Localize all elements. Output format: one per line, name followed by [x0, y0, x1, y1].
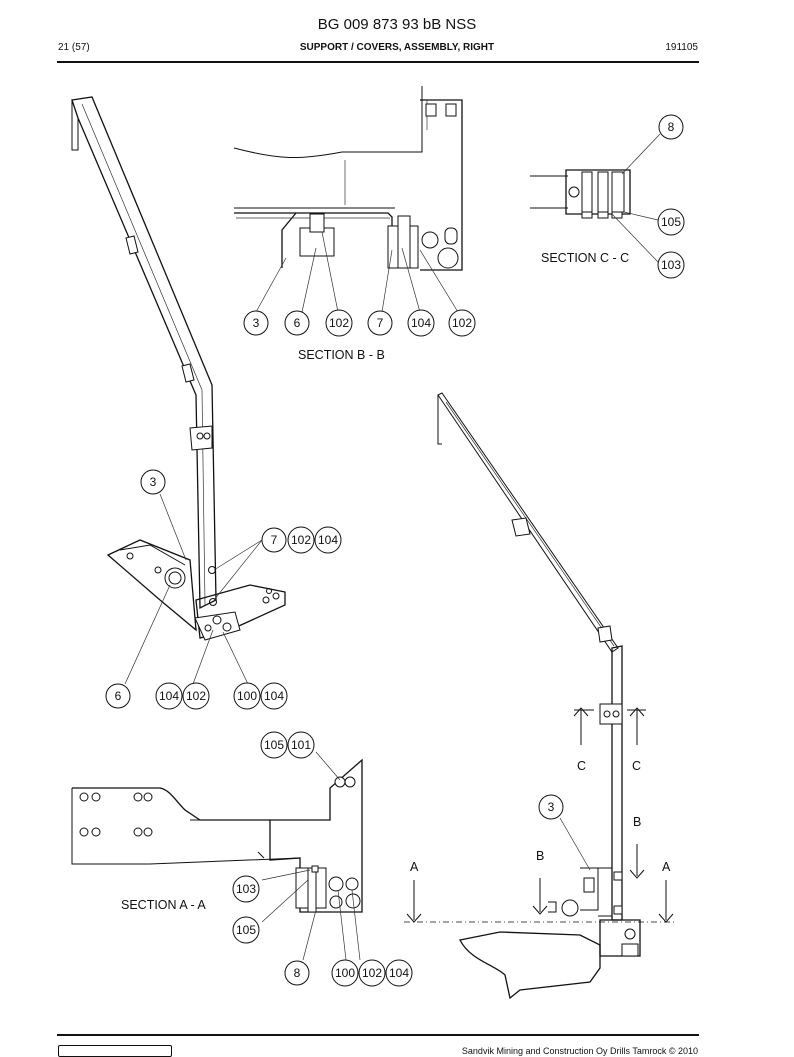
svg-text:8: 8 [668, 120, 675, 134]
page-number: 21 (57) [58, 42, 90, 53]
callout-main-104-right: 104 [260, 682, 288, 710]
callout-aa-102: 102 [358, 959, 386, 987]
svg-text:105: 105 [661, 215, 681, 229]
callout-main-102-bottom: 102 [182, 682, 210, 710]
svg-text:100: 100 [237, 689, 257, 703]
callout-aa-103: 103 [232, 875, 260, 903]
main-leader-lines [124, 493, 263, 685]
callout-bb-3: 3 [243, 310, 269, 336]
svg-text:6: 6 [115, 689, 122, 703]
header-rule [57, 61, 699, 63]
svg-text:105: 105 [236, 923, 256, 937]
document-title: BG 009 873 93 bB NSS [317, 16, 477, 33]
callout-aa-100: 100 [331, 959, 359, 987]
svg-text:102: 102 [186, 689, 206, 703]
section-aa-view [71, 751, 363, 961]
cut-marker-b-left: B [536, 849, 544, 863]
svg-text:104: 104 [264, 689, 284, 703]
svg-text:102: 102 [329, 316, 349, 330]
svg-text:100: 100 [335, 966, 355, 980]
callout-side-3: 3 [538, 794, 564, 820]
callout-aa-8: 8 [284, 960, 310, 986]
svg-text:8: 8 [294, 966, 301, 980]
callout-bb-6: 6 [284, 310, 310, 336]
svg-text:6: 6 [294, 316, 301, 330]
cut-marker-b-right: B [633, 815, 641, 829]
section-bb-label: SECTION B - B [298, 348, 385, 362]
svg-text:104: 104 [389, 966, 409, 980]
callout-aa-105-bottom: 105 [232, 916, 260, 944]
svg-text:104: 104 [411, 316, 431, 330]
callout-bb-104: 104 [407, 309, 435, 337]
date-code: 191105 [665, 42, 698, 53]
svg-text:102: 102 [362, 966, 382, 980]
section-title: SUPPORT / COVERS, ASSEMBLY, RIGHT [299, 42, 495, 53]
callout-aa-105-top: 105 [260, 731, 288, 759]
cut-marker-c-left: C [577, 759, 586, 773]
footer-copyright: Sandvik Mining and Construction Oy Drill… [461, 1046, 698, 1056]
callout-aa-104: 104 [385, 959, 413, 987]
cut-marker-a-right: A [662, 860, 671, 874]
svg-text:101: 101 [291, 738, 311, 752]
cut-marker-c-right: C [632, 759, 641, 773]
callout-main-104-left: 104 [155, 682, 183, 710]
section-cc-label: SECTION C - C [541, 251, 629, 265]
callout-main-104-top: 104 [314, 526, 342, 554]
svg-text:7: 7 [377, 316, 384, 330]
cut-marker-a-left: A [410, 860, 419, 874]
callout-main-100: 100 [233, 682, 261, 710]
main-support-assembly [71, 96, 286, 641]
svg-text:102: 102 [291, 533, 311, 547]
footer-rule [57, 1034, 699, 1036]
callout-bb-102-right: 102 [448, 309, 476, 337]
section-bb-view [233, 86, 463, 313]
callout-bb-7: 7 [367, 310, 393, 336]
side-view [404, 392, 676, 1000]
svg-text:103: 103 [661, 258, 681, 272]
svg-text:102: 102 [452, 316, 472, 330]
svg-text:3: 3 [150, 475, 157, 489]
section-aa-label: SECTION A - A [121, 898, 206, 912]
callout-aa-101: 101 [287, 731, 315, 759]
callout-main-102-top: 102 [287, 526, 315, 554]
svg-text:104: 104 [159, 689, 179, 703]
svg-text:3: 3 [548, 800, 555, 814]
svg-text:103: 103 [236, 882, 256, 896]
callout-main-3: 3 [140, 469, 166, 495]
svg-text:104: 104 [318, 533, 338, 547]
section-cc-view [530, 133, 661, 263]
svg-text:105: 105 [264, 738, 284, 752]
callout-cc-8: 8 [658, 114, 684, 140]
callout-main-6: 6 [105, 683, 131, 709]
callout-main-7: 7 [261, 527, 287, 553]
svg-text:7: 7 [271, 533, 278, 547]
svg-text:3: 3 [253, 316, 260, 330]
callout-cc-103: 103 [657, 251, 685, 279]
callout-cc-105: 105 [657, 208, 685, 236]
company-logo [58, 1045, 172, 1057]
callout-bb-102-left: 102 [325, 309, 353, 337]
